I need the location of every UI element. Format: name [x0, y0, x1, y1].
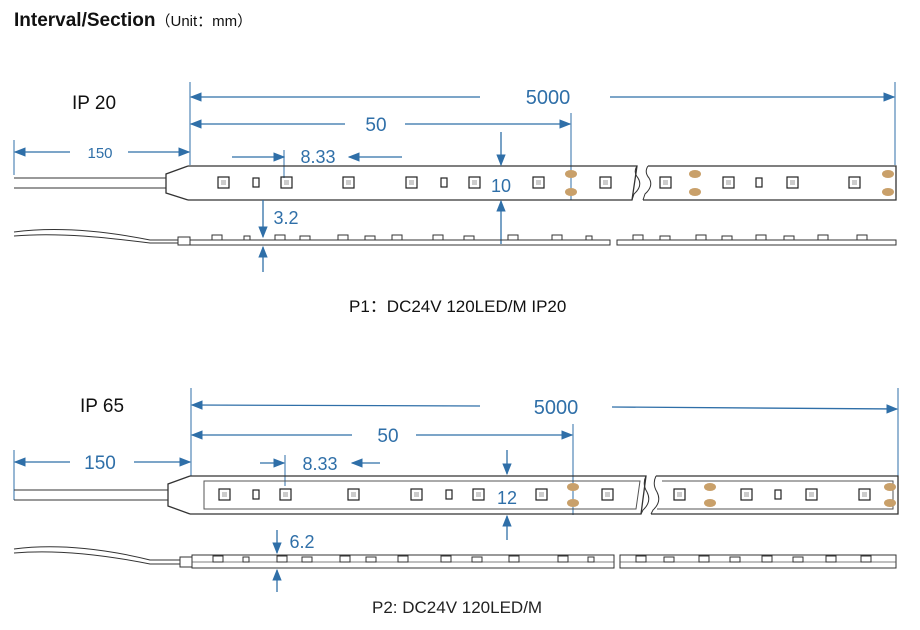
p1-lead-length: 150 [87, 145, 112, 162]
p1-led [786, 176, 799, 189]
p2-cut-length: 50 [377, 426, 398, 447]
p2-led [410, 488, 423, 501]
p1-caption: P1：DC24V 120LED/M IP20 [349, 297, 567, 316]
p1-strip-body-right [643, 165, 897, 201]
p2-side-strip-right [619, 554, 897, 569]
p2-thickness: 6.2 [289, 532, 314, 552]
p1-side-wire-bottom [13, 234, 178, 244]
p1-led [599, 176, 612, 189]
p2-break-left [640, 475, 650, 515]
p1-led-pitch: 8.33 [300, 147, 335, 167]
p2-led-pitch: 8.33 [302, 454, 337, 474]
p2-total-length: 5000 [534, 397, 579, 419]
p1-led [405, 176, 418, 189]
p2-strip-outer-right [651, 475, 899, 515]
p2-led [472, 488, 485, 501]
p1-led [468, 176, 481, 189]
p2-side-wire-bottom [13, 551, 180, 565]
p2-resistors [252, 489, 782, 500]
p2-strip-inner-left [203, 480, 641, 510]
p1-diagram: 5000 50 150 8.33 [13, 82, 897, 272]
heading-text: Interval/Section [14, 10, 156, 31]
p1-ip-label: IP 20 [72, 93, 117, 114]
p1-side-connector [177, 236, 191, 246]
p1-led [217, 176, 230, 189]
p2-cut-pads [567, 483, 896, 507]
section-heading: Interval/Section（Unit：mm） [14, 10, 252, 32]
p1-leds [217, 176, 861, 189]
p2-side-components [212, 555, 872, 563]
p1-end-cap [165, 165, 189, 201]
p2-lead-length: 150 [84, 453, 116, 474]
p1-cut-length: 50 [365, 115, 386, 136]
p2-led [805, 488, 818, 501]
p1-led [532, 176, 545, 189]
p2-led [858, 488, 871, 501]
p2-caption: P2: DC24V 120LED/M [372, 598, 543, 617]
p1-side-strip-left [189, 239, 611, 246]
p1-strip-body-left [188, 165, 638, 201]
p2-led [601, 488, 614, 501]
p1-cut-pads [565, 170, 894, 196]
p2-leds [218, 488, 871, 501]
p2-strip-outer-left [190, 475, 647, 515]
p2-led [535, 488, 548, 501]
p1-led [722, 176, 735, 189]
p1-led [280, 176, 293, 189]
p1-break-right [642, 165, 652, 201]
p2-ip-label: IP 65 [80, 396, 125, 417]
p2-led [279, 488, 292, 501]
p2-total-arrow-left [190, 400, 481, 410]
p2-width: 12 [497, 488, 517, 508]
p1-led [848, 176, 861, 189]
p2-led [740, 488, 753, 501]
p2-side-strip-left [191, 554, 615, 569]
p1-led [342, 176, 355, 189]
p1-width: 10 [491, 176, 511, 196]
p2-diagram: 5000 50 150 8.33 [13, 388, 899, 592]
p2-side-wire-top [13, 546, 180, 561]
p1-led [659, 176, 672, 189]
p2-strip-inner-right [657, 480, 894, 510]
p2-side-connector [179, 556, 193, 568]
p2-led [347, 488, 360, 501]
p1-side-components [211, 234, 868, 241]
p1-thickness: 3.2 [273, 208, 298, 228]
p2-end-cap [167, 475, 191, 515]
heading-unit: （Unit：mm） [155, 13, 253, 30]
p2-led [218, 488, 231, 501]
p2-break-right [650, 475, 660, 515]
p1-break-left [631, 165, 641, 201]
p1-total-length: 5000 [526, 87, 571, 109]
p1-side-strip-right [616, 239, 897, 246]
p1-resistors [252, 177, 763, 188]
p1-side-wire-top [13, 229, 178, 241]
p2-total-arrow-right [611, 404, 899, 414]
p2-led [673, 488, 686, 501]
